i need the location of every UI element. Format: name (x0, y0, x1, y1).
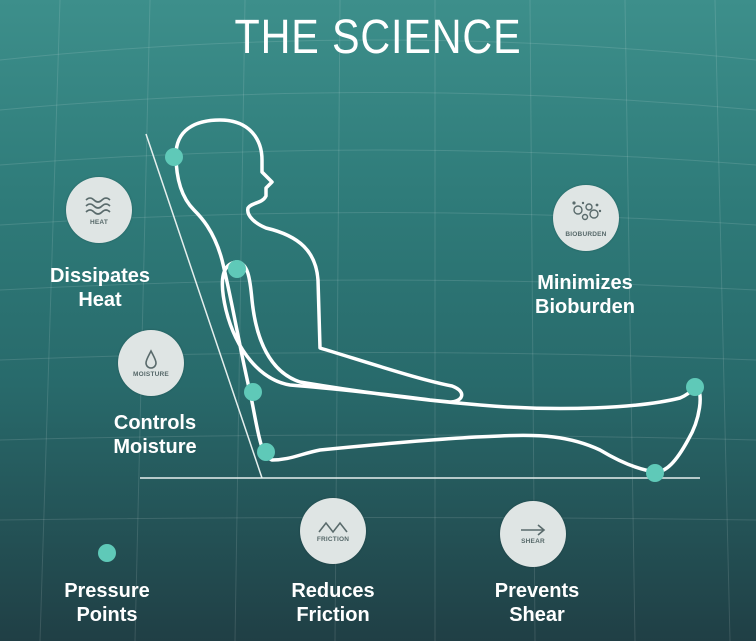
heat-label-line1: Dissipates (30, 264, 170, 288)
legend-label-line2: Points (37, 603, 177, 627)
shear-caption: SHEAR (521, 538, 545, 545)
legend-label-line1: Pressure (37, 579, 177, 603)
zigzag-icon (317, 520, 349, 534)
waves-icon (84, 195, 114, 217)
shear-label-line2: Shear (467, 603, 607, 627)
moisture-caption: MOISTURE (133, 371, 169, 378)
shear-badge: SHEAR (500, 501, 566, 567)
moisture-badge: MOISTURE (118, 330, 184, 396)
shear-label-line1: Prevents (467, 579, 607, 603)
arrow-right-icon (518, 524, 548, 536)
pressure-point-back (244, 383, 262, 401)
heat-label: Dissipates Heat (30, 264, 170, 312)
heat-label-line2: Heat (30, 288, 170, 312)
friction-label: Reduces Friction (263, 579, 403, 627)
pressure-point-toe (686, 378, 704, 396)
friction-label-line1: Reduces (263, 579, 403, 603)
heat-caption: HEAT (90, 219, 108, 226)
moisture-label-line2: Moisture (85, 435, 225, 459)
pressure-point-heel (646, 464, 664, 482)
friction-caption: FRICTION (317, 536, 349, 543)
friction-label-line2: Friction (263, 603, 403, 627)
shear-label: Prevents Shear (467, 579, 607, 627)
pressure-point-shoulder (228, 260, 246, 278)
bioburden-badge: BIOBURDEN (553, 185, 619, 251)
friction-badge: FRICTION (300, 498, 366, 564)
moisture-label: Controls Moisture (85, 411, 225, 459)
bioburden-label-line2: Bioburden (515, 295, 655, 319)
water-drop-icon (144, 349, 158, 369)
pressure-point-sacrum (257, 443, 275, 461)
legend-label: Pressure Points (37, 579, 177, 627)
bioburden-label: Minimizes Bioburden (515, 271, 655, 319)
bioburden-caption: BIOBURDEN (565, 231, 606, 238)
bioburden-label-line1: Minimizes (515, 271, 655, 295)
pressure-point-head (165, 148, 183, 166)
pressure-point-legend-icon (98, 544, 116, 562)
moisture-label-line1: Controls (85, 411, 225, 435)
heat-badge: HEAT (66, 177, 132, 243)
bubbles-icon (569, 199, 603, 229)
